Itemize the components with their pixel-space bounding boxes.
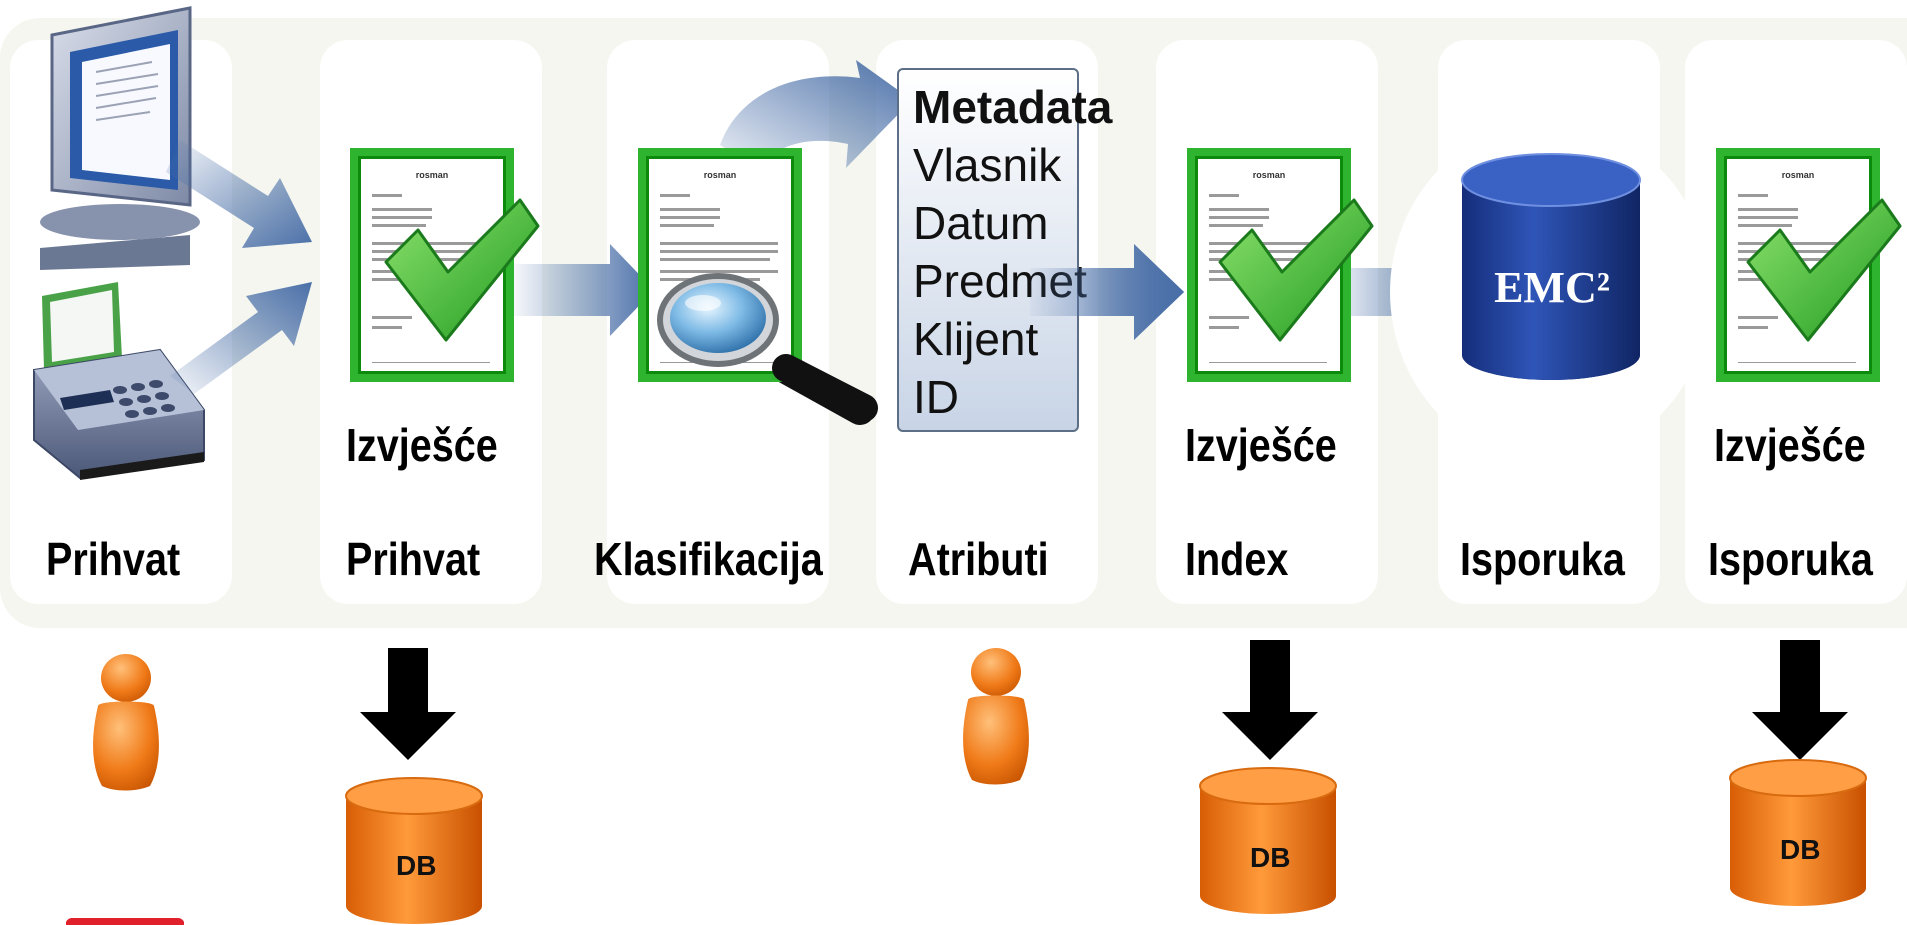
user-icon (93, 654, 159, 791)
monitor-icon (40, 6, 200, 270)
metadata-field: ID (913, 371, 959, 423)
user-icon (963, 648, 1029, 785)
partial-red-shape (66, 918, 184, 925)
magnifier-handle (772, 354, 878, 422)
db-label: DB (1780, 834, 1821, 865)
db-label: DB (396, 850, 437, 881)
emc-storage-icon (1390, 122, 1710, 462)
checkmark-icon (1218, 198, 1374, 342)
emc-logo: EMC² (1494, 263, 1610, 312)
incoming-arrow-fax (170, 282, 312, 394)
stage-label: Klasifikacija (594, 533, 823, 585)
document-logo: rosman (415, 170, 449, 180)
stage-label: Index (1185, 533, 1289, 585)
stage-label: Isporuka (1708, 533, 1873, 585)
checkmark-icon (384, 198, 540, 342)
metadata-field: Vlasnik (913, 139, 1062, 191)
incoming-arrow-monitor (166, 140, 312, 248)
flow-arrow-1 (514, 244, 654, 336)
metadata-field: Datum (913, 197, 1049, 249)
down-arrow-icon (1222, 640, 1318, 760)
fax-icon (33, 282, 205, 480)
doc-label-prihvat: Izvješće (346, 419, 498, 471)
doc-label-index: Izvješće (1185, 419, 1337, 471)
stage-label: Atributi (908, 533, 1049, 585)
checkmark-icon (1746, 198, 1902, 342)
stage-label: Isporuka (1460, 533, 1625, 585)
database-icon (1729, 759, 1867, 906)
db-label: DB (1250, 842, 1291, 873)
doc-label-isporuka: Izvješće (1714, 419, 1866, 471)
stage-label: Prihvat (46, 533, 181, 585)
document-logo: rosman (1252, 170, 1286, 180)
down-arrow-icon (360, 648, 456, 760)
metadata-field: Klijent (913, 313, 1039, 365)
document-logo: rosman (703, 170, 737, 180)
document-logo: rosman (1781, 170, 1815, 180)
stage-label: Prihvat (346, 533, 481, 585)
metadata-title: Metadata (913, 81, 1113, 133)
down-arrow-icon (1752, 640, 1848, 760)
database-icon (345, 777, 483, 924)
flow-arrow-metadata (720, 60, 912, 170)
database-icon (1199, 767, 1337, 914)
